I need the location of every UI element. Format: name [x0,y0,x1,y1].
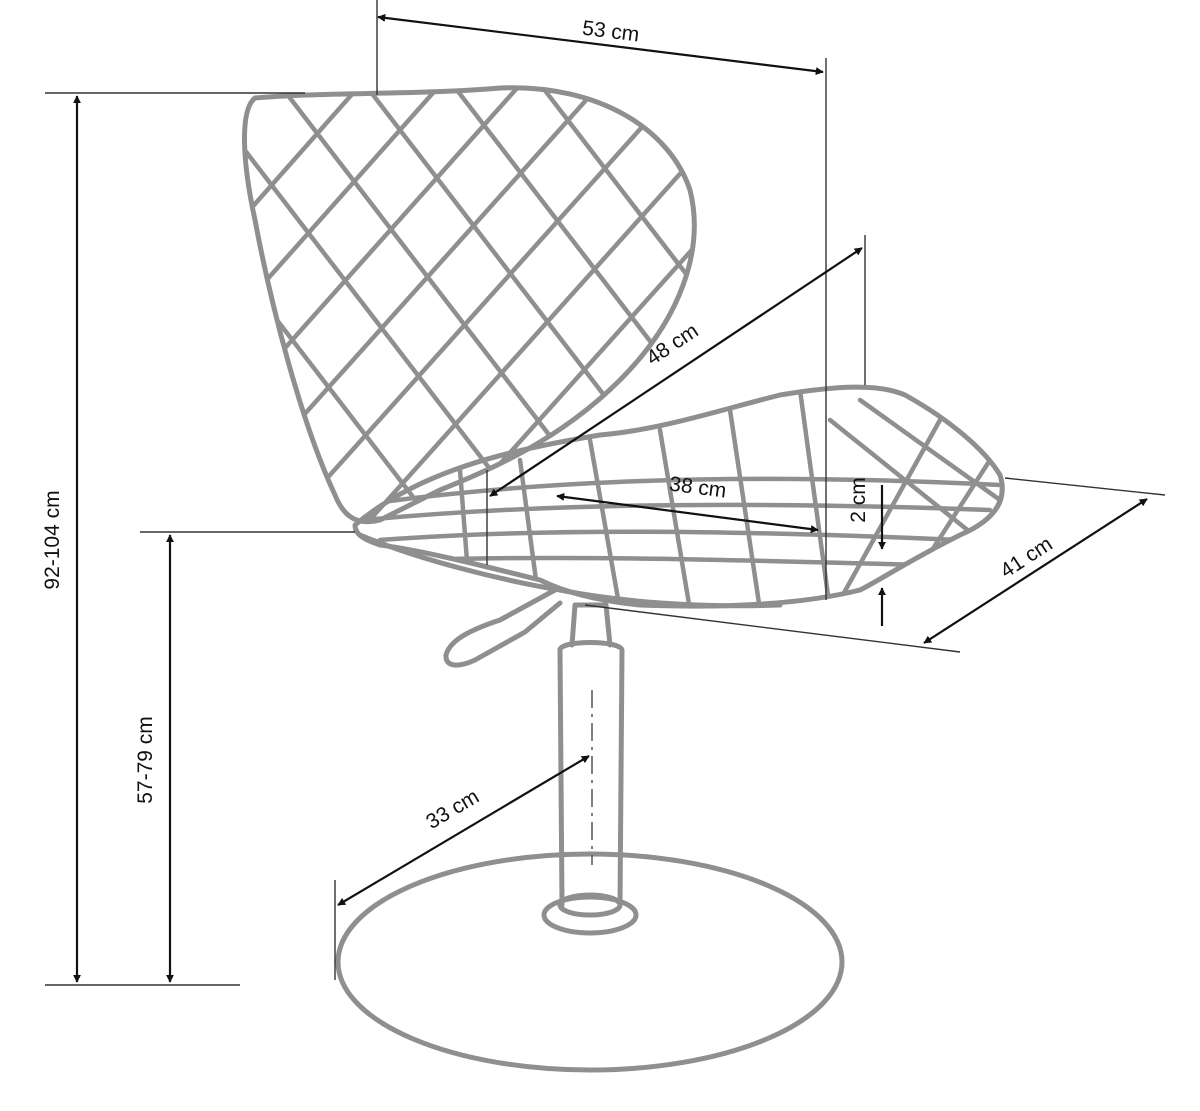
seat-diagonal-arrow [489,247,863,497]
dimension-lines [45,0,1166,986]
chair-base [335,851,845,1073]
seat-lower-edge [357,532,783,609]
total-height-label: 92-104 cm [41,490,64,589]
seat-width-arrow [556,492,819,534]
seat-depth-ext-top [1004,477,1166,496]
column-top [569,602,613,648]
seat-width-label: 38 cm [668,472,728,502]
height-lever [443,587,563,668]
seat-depth-arrow [923,498,1148,644]
chair-drawing [242,85,1005,1073]
width-top-arrow [377,13,824,76]
seat-thickness-label: 2 cm [847,477,870,523]
seat-height-label: 57-79 cm [134,716,157,804]
gas-lift-column [557,640,625,908]
seat-depth-ext-bottom [584,604,961,653]
base-radius-label: 33 cm [422,785,483,834]
seat-diagonal-label: 48 cm [642,319,702,370]
backrest [242,85,697,525]
base-radius-arrow [337,755,590,906]
width-top-label: 53 cm [581,17,641,47]
seat-depth-label: 41 cm [996,532,1056,582]
